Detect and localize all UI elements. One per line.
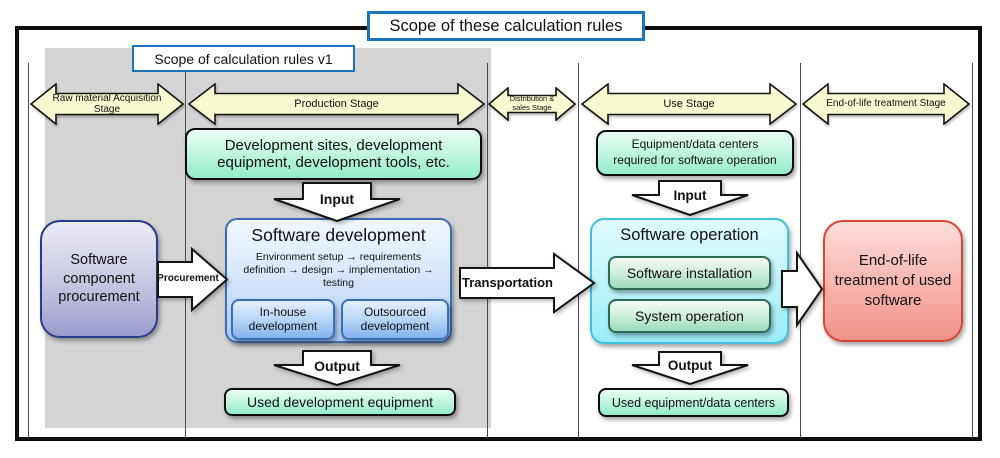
end-of-life-treatment-text: End-of-life treatment of used software xyxy=(834,251,952,310)
input-label-use: Input xyxy=(673,188,707,203)
stage-arrow-production: Production Stage xyxy=(188,83,485,125)
system-operation-text: System operation xyxy=(635,308,744,324)
input-label-production: Input xyxy=(319,191,355,207)
stage-divider-line xyxy=(578,63,579,438)
stage-divider-line xyxy=(185,63,186,438)
output-label-production: Output xyxy=(314,358,360,374)
software-development-process: Environment setup → requirements definit… xyxy=(243,251,434,290)
diagram-title: Scope of these calculation rules xyxy=(389,16,623,35)
end-of-life-treatment-box: End-of-life treatment of used software xyxy=(823,220,963,342)
output-arrow-use: Output xyxy=(630,351,750,385)
input-arrow-use: Input xyxy=(630,180,750,216)
stage-label-distribution: Distribution & sales Stage xyxy=(509,94,555,112)
diagram-title-box: Scope of these calculation rules xyxy=(367,11,645,41)
used-development-equipment-box: Used development equipment xyxy=(224,388,456,416)
stage-arrow-raw-material: Raw material Acquisition Stage xyxy=(30,83,184,125)
stage-arrow-end-of-life: End-of-life treatment Stage xyxy=(802,83,970,125)
outsourced-development-text: Outsourced development xyxy=(360,304,430,333)
used-equipment-box: Used equipment/data centers xyxy=(598,388,789,417)
stage-label-raw-material: Raw material Acquisition Stage xyxy=(52,92,162,116)
stage-label-use: Use Stage xyxy=(663,97,715,110)
input-arrow-production: Input xyxy=(272,182,402,222)
output-label-use: Output xyxy=(667,358,713,373)
software-installation-box: Software installation xyxy=(608,256,771,290)
stage-divider-line xyxy=(800,63,801,438)
stage-divider-line xyxy=(972,63,973,438)
outsourced-development-box: Outsourced development xyxy=(341,299,449,340)
output-arrow-production: Output xyxy=(272,350,402,386)
inhouse-development-box: In-house development xyxy=(231,299,335,340)
software-installation-text: Software installation xyxy=(626,265,753,281)
stage-label-end-of-life: End-of-life treatment Stage xyxy=(826,98,946,110)
operation-resources-box: Equipment/data centers required for soft… xyxy=(596,130,794,176)
dev-resources-text: Development sites, development equipment… xyxy=(217,137,450,171)
to-end-of-life-arrow xyxy=(781,250,823,328)
scope-v1-label: Scope of calculation rules v1 xyxy=(154,50,333,67)
stage-arrow-use: Use Stage xyxy=(581,83,797,125)
software-component-procurement-box: Software component procurement xyxy=(40,220,158,338)
software-component-procurement-text: Software component procurement xyxy=(58,251,140,306)
used-equipment-text: Used equipment/data centers xyxy=(611,395,776,410)
used-development-equipment-text: Used development equipment xyxy=(246,394,433,410)
operation-resources-text: Equipment/data centers required for soft… xyxy=(613,137,777,167)
stage-arrow-distribution: Distribution & sales Stage xyxy=(488,87,576,121)
transportation-arrow: Transportation xyxy=(459,252,596,314)
procurement-arrow-label: Procurement xyxy=(157,273,219,284)
stage-divider-line xyxy=(487,63,488,438)
software-operation-title: Software operation xyxy=(620,226,759,244)
transportation-arrow-label: Transportation xyxy=(461,275,553,290)
system-operation-box: System operation xyxy=(608,299,771,333)
inhouse-development-text: In-house development xyxy=(248,304,318,333)
stage-divider-line xyxy=(28,63,29,438)
procurement-arrow: Procurement xyxy=(157,247,229,312)
dev-resources-box: Development sites, development equipment… xyxy=(185,128,482,180)
software-development-title: Software development xyxy=(251,225,426,245)
scope-v1-label-box: Scope of calculation rules v1 xyxy=(132,45,355,72)
stage-label-production: Production Stage xyxy=(294,97,379,110)
